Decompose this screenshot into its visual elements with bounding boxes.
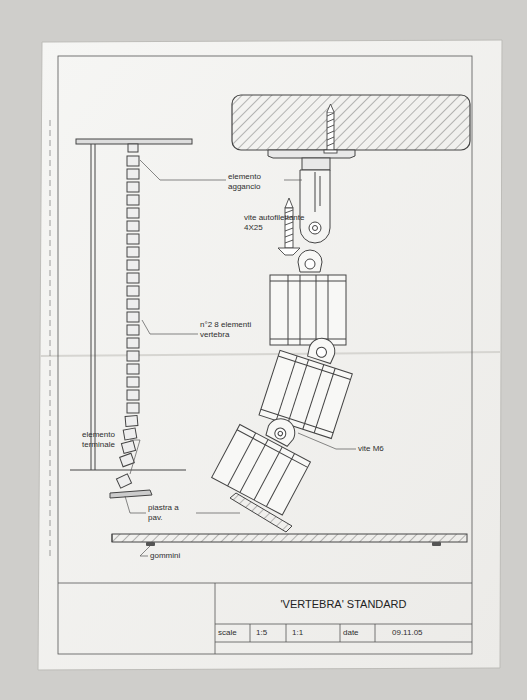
- spine-link: [127, 312, 139, 322]
- leader-line: [125, 160, 356, 556]
- part-label: piastra a pav.: [148, 503, 194, 522]
- part-label: vite M6: [358, 444, 408, 454]
- spine-link: [121, 441, 135, 454]
- floor-plate: [112, 493, 467, 542]
- scale-value: 1:5: [256, 628, 284, 638]
- paper-sheet: [38, 40, 502, 670]
- spine-link: [127, 208, 139, 218]
- rubber-feet: [146, 542, 441, 546]
- date-value: 09.11.05: [392, 628, 452, 638]
- spine-link: [127, 169, 139, 179]
- spine-link: [127, 195, 139, 205]
- spine-link: [125, 415, 138, 426]
- spine-link: [127, 221, 139, 231]
- spine-link: [127, 182, 139, 192]
- part-label: n°2 8 elementi vertebra: [200, 320, 256, 339]
- drawing-title: 'VERTEBRA' STANDARD: [280, 598, 406, 610]
- spine-link: [127, 156, 139, 166]
- self-tapping-screw: [278, 198, 300, 255]
- table-section: [232, 95, 470, 150]
- spine-link: [127, 390, 139, 400]
- part-label: elemento aggancio: [228, 172, 284, 191]
- axis-line: [50, 120, 51, 560]
- spine-link: [123, 428, 137, 440]
- spine-link: [127, 364, 139, 374]
- part-label: elemento terminale: [82, 430, 128, 449]
- part-label: gommini: [150, 551, 200, 561]
- part-label: vite autofilettante 4X25: [244, 213, 314, 232]
- frame: [58, 56, 472, 654]
- spine-link: [127, 234, 139, 244]
- spine-link: [127, 247, 139, 257]
- field-name: scale: [218, 628, 250, 638]
- wood-screw: [324, 104, 337, 153]
- elevation-view: [70, 139, 192, 498]
- spine-link: [127, 286, 139, 296]
- title-block: [58, 583, 472, 654]
- spine-link: [120, 453, 135, 467]
- spine-link: [127, 325, 139, 335]
- field-name: date: [343, 628, 373, 638]
- vertebra-element: [270, 250, 346, 345]
- spine-link: [127, 299, 139, 309]
- spine-link: [127, 273, 139, 283]
- spine-link: [127, 351, 139, 361]
- spine-link: [127, 377, 139, 387]
- scale-value: 1:1: [292, 628, 320, 638]
- spine-link: [127, 403, 139, 413]
- hook-element: [268, 150, 355, 243]
- spine-link: [127, 338, 139, 348]
- spine-link: [127, 260, 139, 270]
- terminal-element: [212, 402, 323, 515]
- fold-line: [40, 352, 501, 356]
